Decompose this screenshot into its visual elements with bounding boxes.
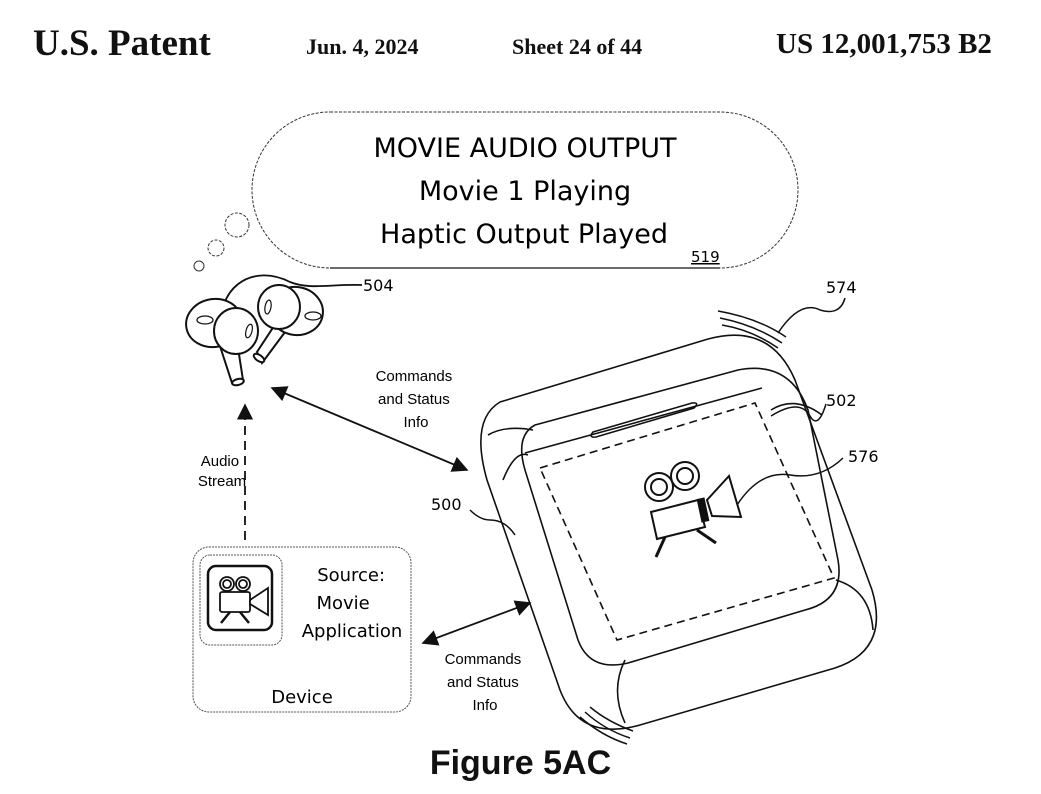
movie-app-icon [206, 564, 274, 632]
bubble-dot-large [224, 212, 250, 238]
ref-519: 519 [691, 248, 720, 266]
earbuds-illustration [185, 274, 363, 387]
commands-arrow-device [421, 600, 532, 646]
source-label: Source: Movie Application [302, 565, 403, 642]
device-label: Device [271, 687, 333, 708]
reference-leaders [469, 297, 846, 536]
source-device: Source: Movie Application Device [192, 546, 412, 713]
status-thought-bubble: MOVIE AUDIO OUTPUT Movie 1 Playing Hapti… [193, 111, 799, 272]
bubble-line-1: MOVIE AUDIO OUTPUT [373, 133, 677, 164]
bubble-line-2: Movie 1 Playing [419, 176, 631, 207]
figure-caption: Figure 5AC [429, 744, 612, 782]
vibration-marks [579, 310, 787, 745]
ref-574: 574 [826, 278, 857, 297]
commands-label-bottom: Commands and Status Info [445, 651, 526, 714]
patent-date: Jun. 4, 2024 [306, 34, 419, 59]
movie-app-camera-icon [219, 576, 269, 624]
commands-arrow-earbuds [270, 386, 469, 472]
audio-stream-line-2: Stream [198, 473, 246, 490]
ref-504: 504 [363, 276, 394, 295]
audio-stream-line-1: Audio [201, 453, 239, 470]
charging-case-illustration [480, 334, 878, 730]
sheet-number: Sheet 24 of 44 [512, 34, 643, 59]
movie-camera-icon [644, 461, 743, 558]
ref-500: 500 [431, 495, 462, 514]
ref-502: 502 [826, 391, 857, 410]
commands-label-top: Commands and Status Info [376, 368, 457, 431]
bubble-line-3: Haptic Output Played [380, 219, 668, 250]
audio-stream-label: Audio Stream [198, 453, 246, 490]
patent-number: US 12,001,753 B2 [776, 28, 992, 60]
ref-576: 576 [848, 447, 879, 466]
bubble-dot-medium [207, 239, 225, 257]
bubble-dot-small [193, 260, 205, 272]
patent-header-title: U.S. Patent [33, 23, 211, 64]
